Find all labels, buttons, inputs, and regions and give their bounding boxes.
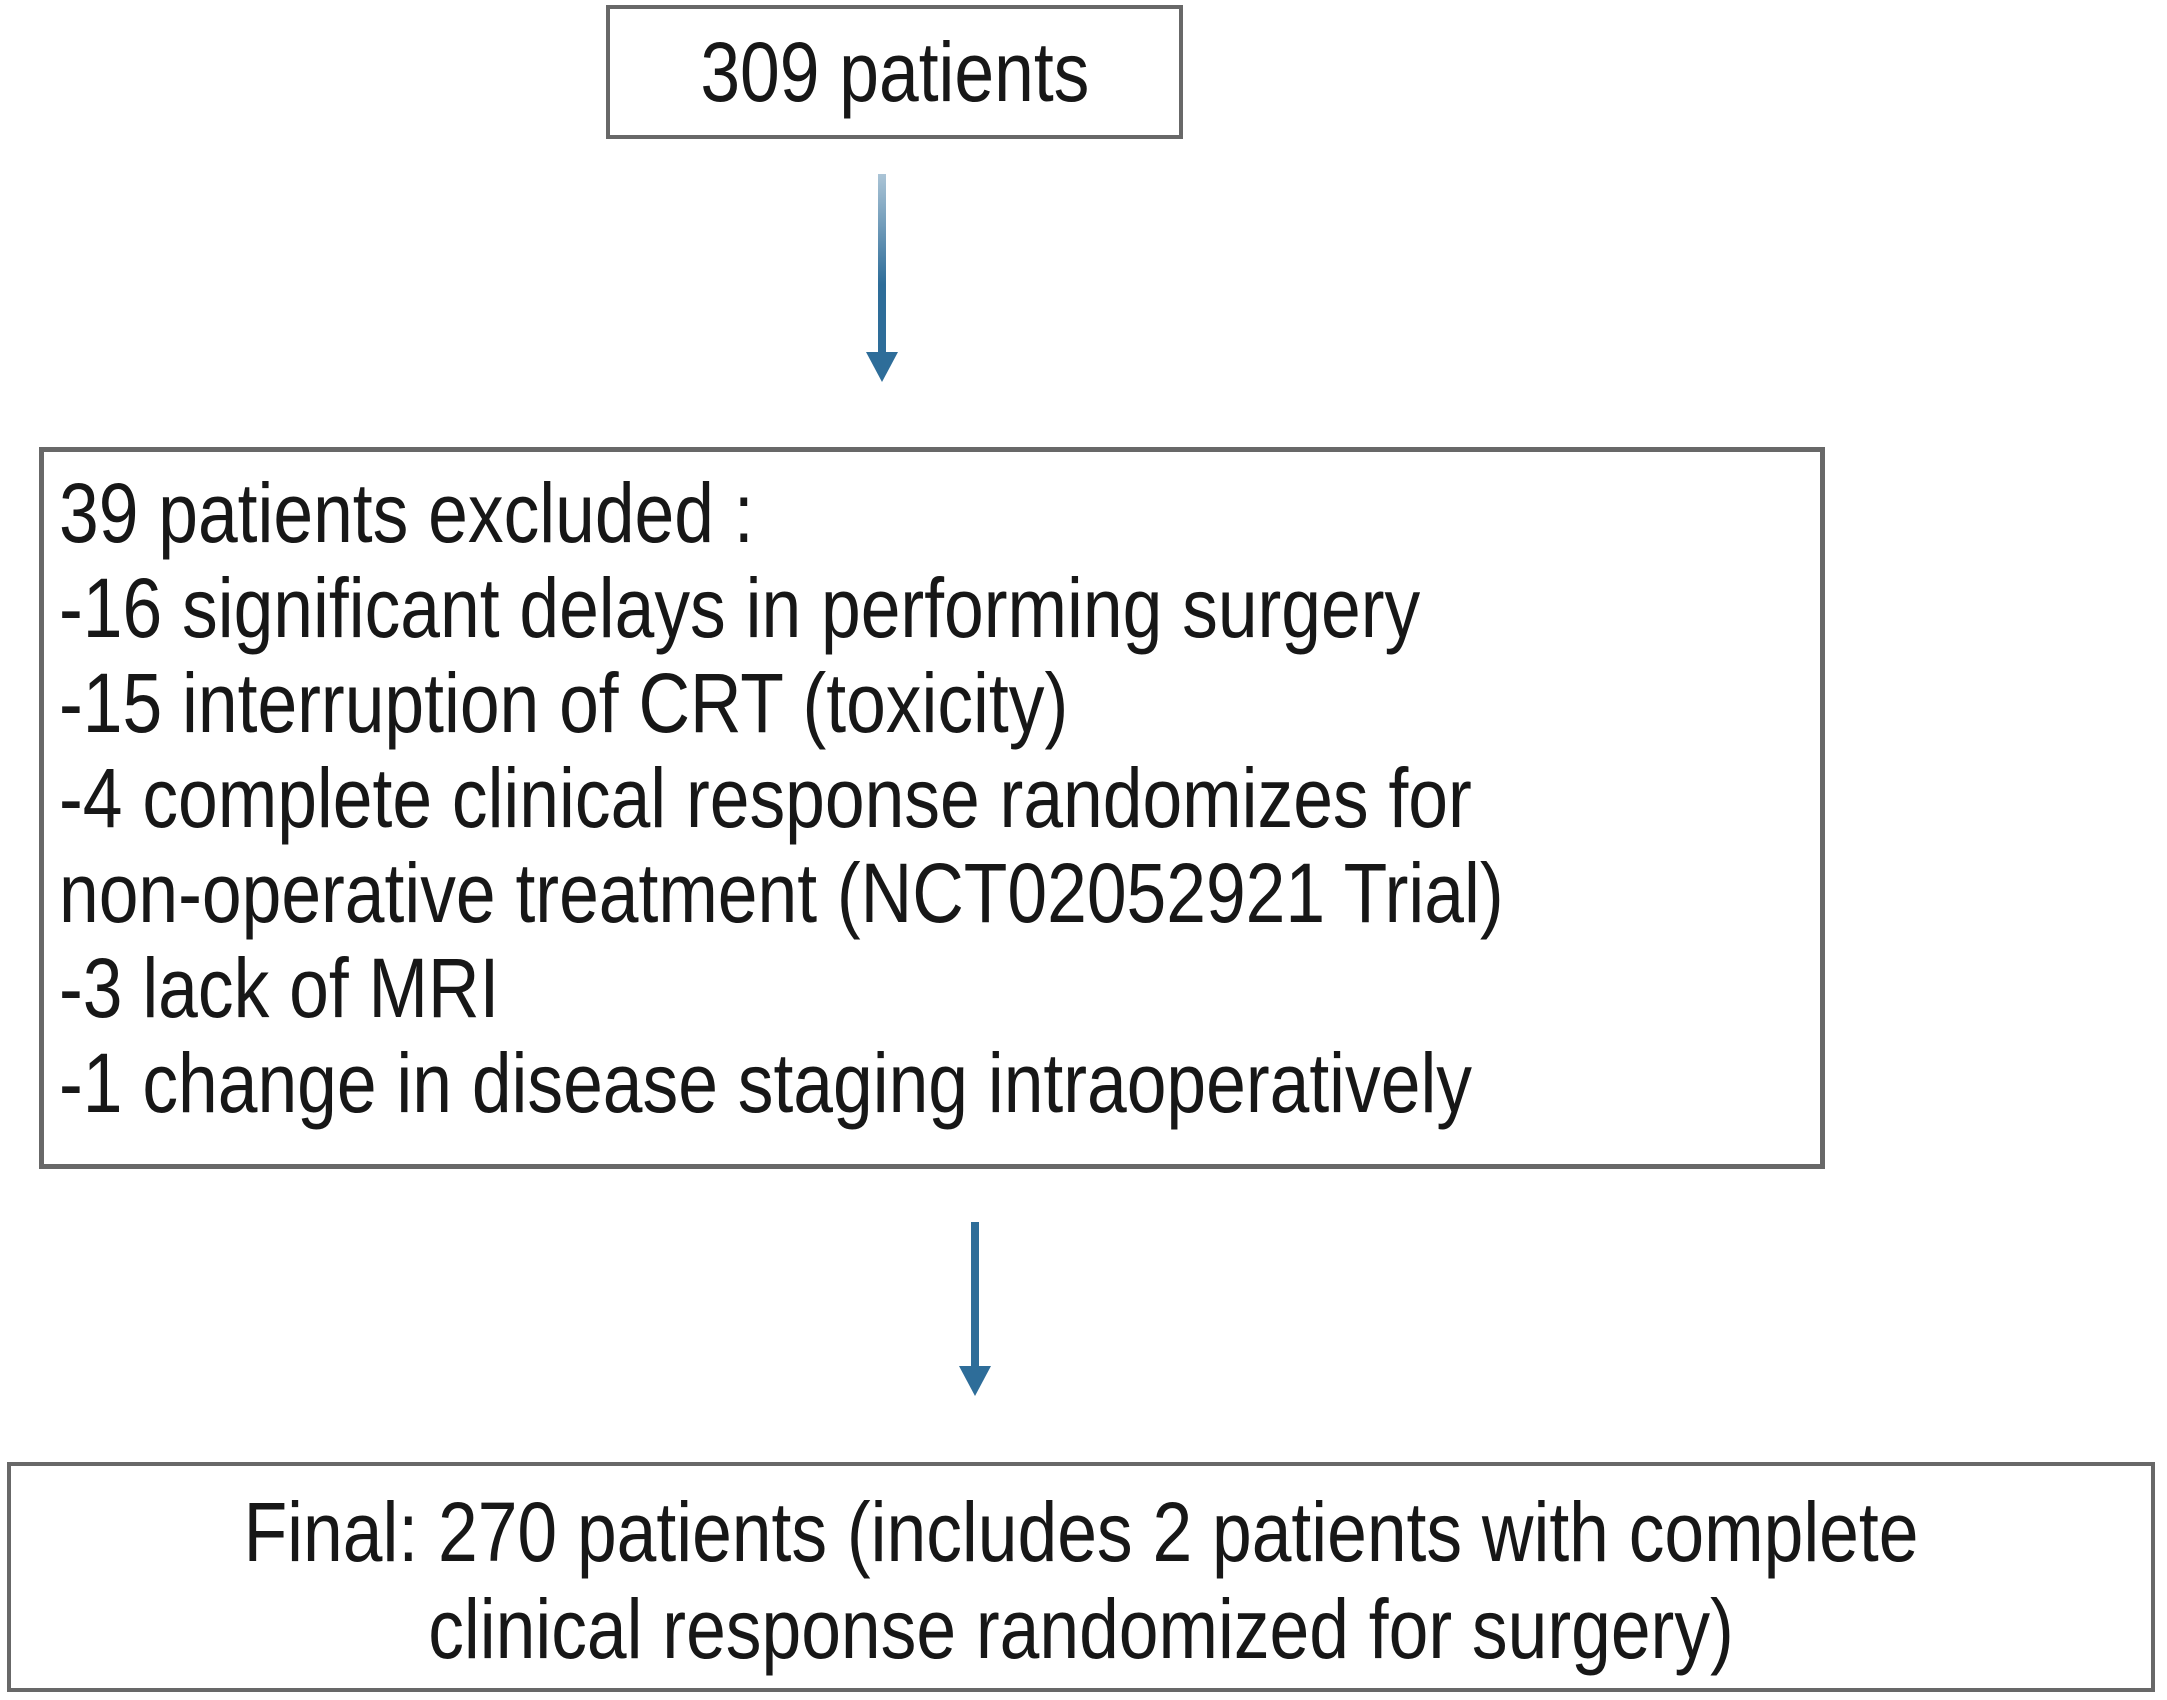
final-cohort-box: Final: 270 patients (includes 2 patients… [7,1462,2155,1692]
exclusions-heading: 39 patients excluded : [59,466,754,560]
exclusion-line: -15 interruption of CRT (toxicity) [59,656,1069,750]
enrollment-box: 309 patients [606,5,1183,139]
exclusion-line: -16 significant delays in performing sur… [59,561,1421,655]
arrow-down-2-icon [971,1222,979,1372]
final-cohort-line: clinical response randomized for surgery… [428,1582,1734,1676]
exclusion-line: non-operative treatment (NCT02052921 Tri… [59,846,1504,940]
exclusion-line: -1 change in disease staging intraoperat… [59,1036,1473,1130]
enrollment-box-text: 309 patients [699,24,1090,119]
final-cohort-text-block: Final: 270 patients (includes 2 patients… [172,1484,1991,1678]
final-cohort-line: Final: 270 patients (includes 2 patients… [243,1485,1919,1579]
exclusion-line: -4 complete clinical response randomizes… [59,751,1472,845]
exclusions-box: 39 patients excluded : -16 significant d… [39,447,1825,1169]
arrow-down-1-icon [878,174,886,358]
exclusions-text-block: 39 patients excluded : -16 significant d… [59,466,1547,1131]
arrow-down-1-head-icon [866,352,898,382]
arrow-down-2-head-icon [959,1366,991,1396]
exclusion-line: -3 lack of MRI [59,941,500,1035]
